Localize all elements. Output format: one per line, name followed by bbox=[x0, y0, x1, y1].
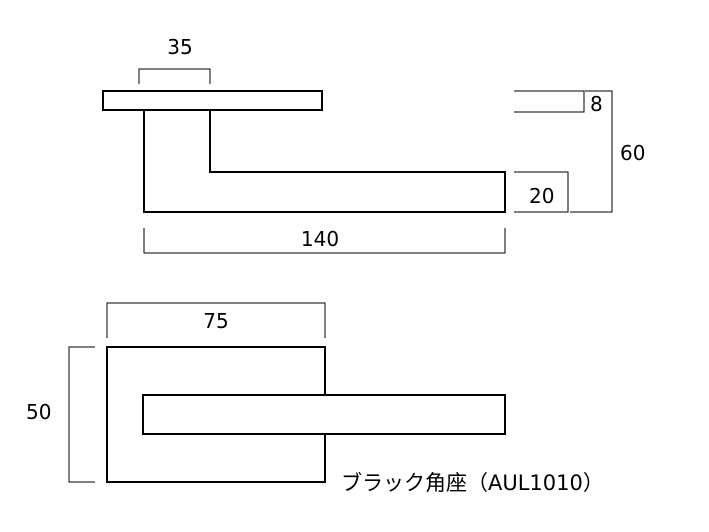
dim-lever-thickness-label: 20 bbox=[529, 184, 554, 208]
dim-total-height-line bbox=[570, 90, 613, 213]
dim-plate-width-label: 75 bbox=[203, 309, 228, 333]
dim-rose-width-line bbox=[138, 68, 211, 84]
dim-plate-height-label: 50 bbox=[26, 400, 51, 424]
lever-bar bbox=[142, 394, 506, 435]
dim-lever-thickness-line bbox=[514, 171, 569, 213]
dim-plate-width-line bbox=[106, 302, 326, 338]
dim-rose-thickness-label: 8 bbox=[590, 92, 603, 116]
rose-plate bbox=[102, 90, 323, 111]
product-caption: ブラック角座（AUL1010） bbox=[341, 471, 604, 495]
dim-total-height-label: 60 bbox=[620, 141, 645, 165]
top-view: 35 8 60 20 140 bbox=[102, 35, 645, 254]
dim-lever-length-label: 140 bbox=[301, 227, 339, 251]
lever-outline bbox=[143, 110, 506, 213]
bottom-view: 75 50 ブラック角座（AUL1010） bbox=[26, 302, 604, 495]
dim-rose-thickness-line bbox=[514, 90, 585, 113]
dim-rose-width-label: 35 bbox=[167, 35, 192, 59]
dim-plate-height-line bbox=[68, 346, 95, 483]
dim-lever-length-line bbox=[143, 228, 506, 254]
